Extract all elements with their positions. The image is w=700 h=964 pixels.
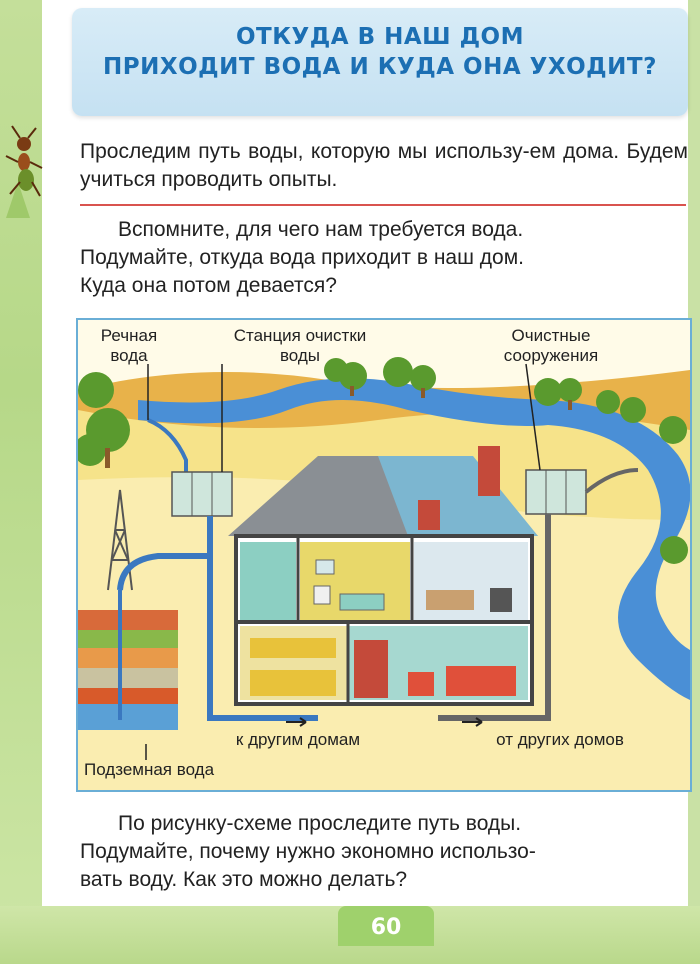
page-title: ОТКУДА В НАШ ДОМ ПРИХОДИТ ВОДА И КУДА ОН… [80,22,680,82]
label-treatment-plant: Очистные сооружения [476,326,626,366]
trees [78,357,688,564]
label-river-water-line-1: Речная [100,326,158,345]
water-cycle-diagram: Речная вода Станция очистки воды Очистны… [76,318,692,792]
label-treatment-plant-line-1: Очистные [511,326,591,345]
label-underground-water: Подземная вода [84,760,215,779]
task-line-1: По рисунку-схеме проследите путь воды. [118,812,522,835]
question-paragraph: Вспомните, для чего нам требуется вода. … [80,216,688,300]
house [228,446,538,706]
label-water-station: Станция очистки воды [200,326,400,366]
label-river-water-line-2: вода [110,346,148,365]
diagram-illustration [78,320,690,790]
task-paragraph: По рисунку-схеме проследите путь воды. П… [80,810,688,894]
label-to-other-houses: к другим домам [235,730,361,749]
label-treatment-plant-line-2: сооружения [503,346,599,365]
page-number: 60 [338,906,434,946]
section-divider [80,204,686,206]
label-from-other-houses: от других домов [496,730,624,749]
question-line-3: Куда она потом девается? [80,274,337,297]
ant-mascot-icon [5,125,43,218]
well-derrick [107,489,133,591]
title-line-1: ОТКУДА В НАШ ДОМ [236,24,524,50]
task-line-3: вать воду. Как это можно делать? [80,868,408,891]
underground-strata [78,610,178,730]
water-station-box [171,471,233,517]
question-line-1: Вспомните, для чего нам требуется вода. [118,218,524,241]
label-river-water: Речная вода [84,326,174,366]
task-line-2: Подумайте, почему нужно экономно использ… [80,840,536,863]
title-banner [72,8,688,116]
question-line-2: Подумайте, откуда вода приходит в наш до… [80,246,524,269]
title-line-2: ПРИХОДИТ ВОДА И КУДА ОНА УХОДИТ? [103,54,657,80]
river [138,378,690,700]
treatment-plant-box [525,469,587,515]
label-water-station-line-1: Станция очистки [233,326,367,345]
label-water-station-line-2: воды [279,346,321,365]
intro-paragraph: Проследим путь воды, которую мы использу… [80,140,688,191]
